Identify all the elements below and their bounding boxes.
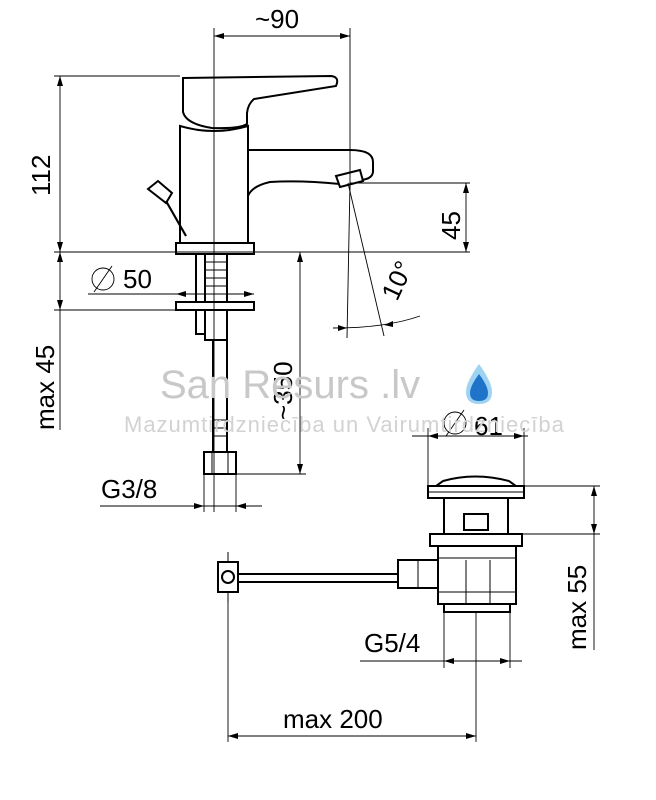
mounting-nut <box>175 301 255 311</box>
diameter-symbol <box>91 267 115 291</box>
water-drop-icon <box>466 364 492 404</box>
dimension-angle: 10° <box>332 256 421 331</box>
dim-label-waste-height: max 55 <box>562 565 592 650</box>
watermark: San Resurs .lv Mazumtirdzniecība un Vair… <box>124 363 565 437</box>
dimension-width-top: ~90 <box>214 4 350 39</box>
waste-body <box>437 545 517 605</box>
waste-cap <box>432 475 520 487</box>
waste-nut <box>429 533 523 547</box>
dimension-thread-hose: G3/8 <box>100 474 262 512</box>
dimension-hose-length: ~350 <box>236 252 306 475</box>
dim-label-hose-length: ~350 <box>268 361 298 420</box>
dim-label-angle: 10° <box>375 256 419 304</box>
dim-label-rod-length: max 200 <box>283 704 383 734</box>
dimension-diameter-base: 50 <box>88 264 254 297</box>
dim-label-width-top: ~90 <box>255 4 299 34</box>
mounting-stud <box>204 253 228 341</box>
dim-label-thread-waste: G5/4 <box>364 628 420 658</box>
watermark-title: San Resurs .lv <box>160 363 420 407</box>
faucet-reference-lines <box>54 28 470 512</box>
dim-label-max-lower-left: max 45 <box>30 345 60 430</box>
waste-assembly <box>217 475 525 613</box>
watermark-subtitle: Mazumtirdzniecība un Vairumtirdzniecība <box>124 412 565 437</box>
dimension-rod-length: max 200 <box>228 704 476 739</box>
faucet-lever <box>182 74 339 130</box>
dimension-spout-height: 45 <box>436 183 469 252</box>
dim-label-height-body: 112 <box>26 155 56 196</box>
dimension-max-lower-left: max 45 <box>30 252 63 430</box>
waste-reference-lines <box>227 428 600 742</box>
dim-label-diameter-waste: 61 <box>474 411 503 441</box>
waste-outlet <box>443 603 511 613</box>
hose-fitting <box>203 451 237 475</box>
dimension-height-body: 112 <box>26 76 63 252</box>
dimension-thread-waste: G5/4 <box>360 628 522 664</box>
popup-horizontal-rod <box>235 573 399 583</box>
dim-label-diameter-base: 50 <box>123 264 152 294</box>
dim-label-thread-hose: G3/8 <box>101 474 157 504</box>
popup-knob <box>146 179 174 205</box>
dim-label-spout-height: 45 <box>436 211 466 240</box>
popup-rod <box>165 200 187 237</box>
dimension-diameter-waste: 61 <box>412 409 528 441</box>
dimension-waste-height: max 55 <box>562 486 597 650</box>
